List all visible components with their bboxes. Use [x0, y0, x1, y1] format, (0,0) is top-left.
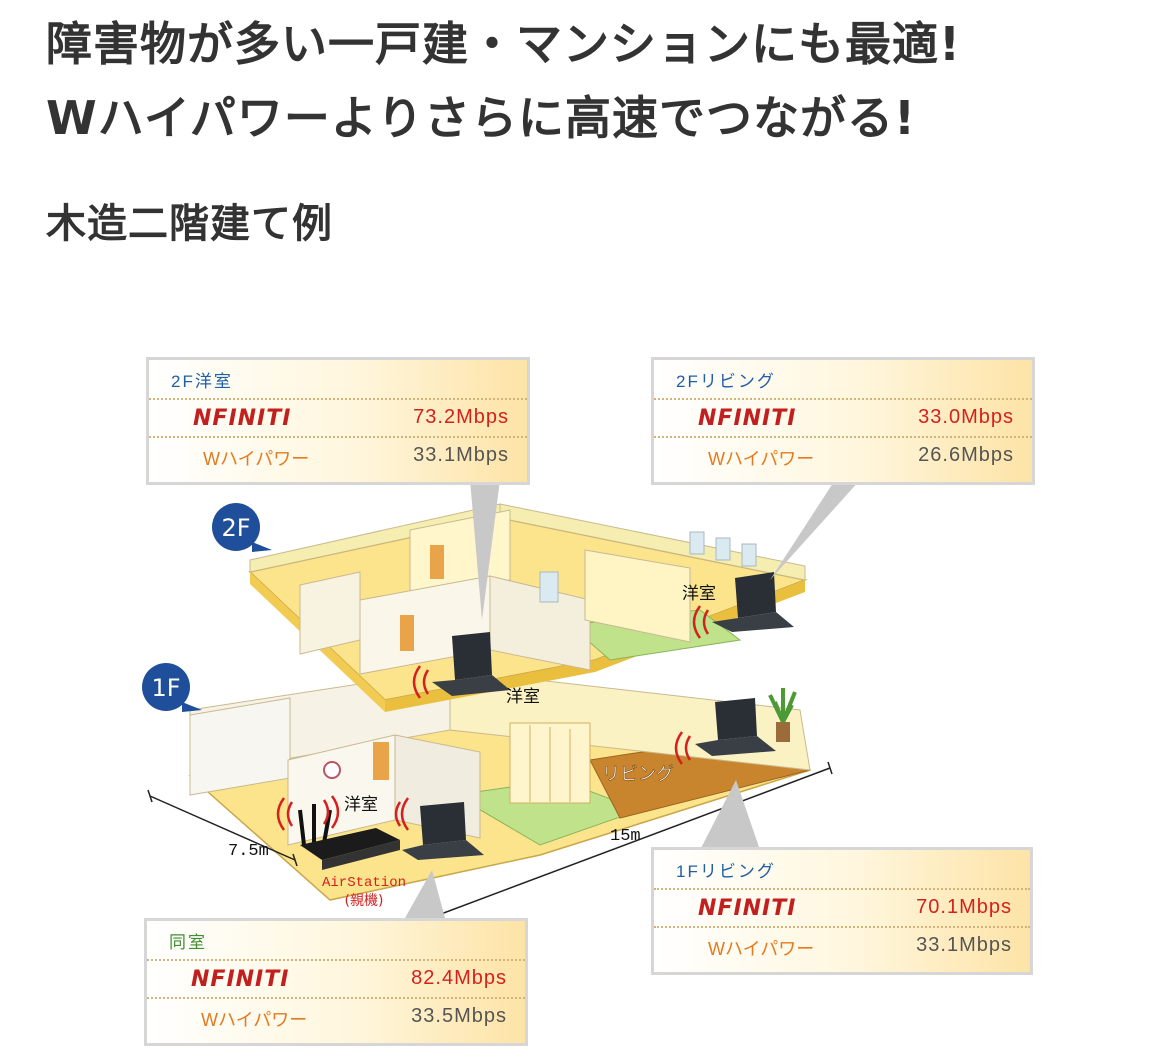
- router-icon: [298, 804, 400, 870]
- clock-icon: [323, 761, 341, 779]
- laptop-icon: [402, 802, 484, 860]
- door: [430, 545, 444, 579]
- dimension-lines: [147, 761, 833, 927]
- floor-badge-1f: 1F: [142, 663, 202, 712]
- nfiniti-logo: NFINITI: [193, 406, 292, 431]
- house-diagram: 2F 1F 洋室 洋室 洋室 リビング 7.5m 15m AirStation …: [0, 340, 1170, 1063]
- room-label: 洋室: [506, 687, 540, 707]
- laptop-icon: [432, 632, 510, 696]
- example-subtitle: 木造二階建て例: [46, 201, 333, 247]
- headline-line1: 障害物が多い一戸建・マンションにも最適!: [46, 17, 961, 71]
- nfiniti-logo: NFINITI: [698, 896, 797, 921]
- 2f-wall: [584, 549, 691, 643]
- nfiniti-logo: NFINITI: [191, 967, 290, 992]
- floor-badge-2f-label: 2F: [221, 514, 250, 542]
- card-title: 2F洋室: [171, 372, 233, 391]
- pointer: [470, 480, 500, 620]
- whighpower-speed: 33.1Mbps: [916, 934, 1012, 956]
- router-name: AirStation: [322, 875, 406, 891]
- 2f-wall: [299, 571, 361, 655]
- floor-badge-2f: 2F: [212, 503, 272, 552]
- room-label-living: リビング: [602, 764, 674, 785]
- whighpower-label: Wハイパワー: [708, 449, 815, 469]
- nfiniti-logo: NFINITI: [698, 406, 797, 431]
- window: [715, 537, 731, 561]
- room-label: 洋室: [344, 795, 378, 815]
- nfiniti-speed: 82.4Mbps: [411, 967, 507, 989]
- signal-waves: [276, 605, 710, 831]
- house-illustration: 2F 1F 洋室 洋室 洋室 リビング 7.5m 15m AirStation …: [142, 480, 860, 927]
- second-floor: [248, 503, 808, 712]
- whighpower-speed: 33.5Mbps: [411, 1005, 507, 1027]
- whighpower-label: Wハイパワー: [203, 449, 310, 469]
- card-title: 1Fリビング: [676, 862, 776, 881]
- dimension-width: 15m: [610, 827, 641, 846]
- speed-card-1f-living: 1Fリビング NFINITI 70.1Mbps Wハイパワー 33.1Mbps: [651, 847, 1033, 975]
- card-title: 2Fリビング: [676, 372, 776, 391]
- plant-icon: [776, 722, 790, 742]
- nfiniti-speed: 70.1Mbps: [916, 896, 1012, 918]
- window: [539, 571, 559, 603]
- laptop-icon: [695, 698, 776, 756]
- whighpower-speed: 26.6Mbps: [918, 444, 1014, 466]
- 2f-slab-edge: [385, 580, 805, 712]
- card-title: 同室: [169, 933, 207, 952]
- headline-line2: Wハイパワーよりさらに高速でつながる!: [46, 91, 916, 145]
- door: [400, 615, 414, 651]
- floor-badge-1f-label: 1F: [151, 674, 180, 702]
- speed-card-2f-living: 2Fリビング NFINITI 33.0Mbps Wハイパワー 26.6Mbps: [651, 357, 1035, 485]
- router-sub: (親機): [345, 893, 384, 909]
- nfiniti-speed: 73.2Mbps: [413, 406, 509, 428]
- partition-wall: [189, 697, 291, 796]
- whighpower-label: Wハイパワー: [708, 939, 815, 959]
- window: [689, 531, 705, 555]
- dimension-depth: 7.5m: [228, 842, 269, 861]
- nfiniti-speed: 33.0Mbps: [918, 406, 1014, 428]
- room-label: 洋室: [682, 584, 716, 604]
- pointer: [405, 870, 445, 918]
- door: [373, 742, 389, 780]
- pointer: [770, 480, 860, 580]
- window: [741, 543, 757, 567]
- pointer: [700, 780, 760, 850]
- speed-card-2f-western: 2F洋室 NFINITI 73.2Mbps Wハイパワー 33.1Mbps: [146, 357, 530, 485]
- speed-card-same-room: 同室 NFINITI 82.4Mbps Wハイパワー 33.5Mbps: [144, 918, 528, 1046]
- whighpower-label: Wハイパワー: [201, 1010, 308, 1030]
- whighpower-speed: 33.1Mbps: [413, 444, 509, 466]
- laptop-icon: [712, 572, 794, 632]
